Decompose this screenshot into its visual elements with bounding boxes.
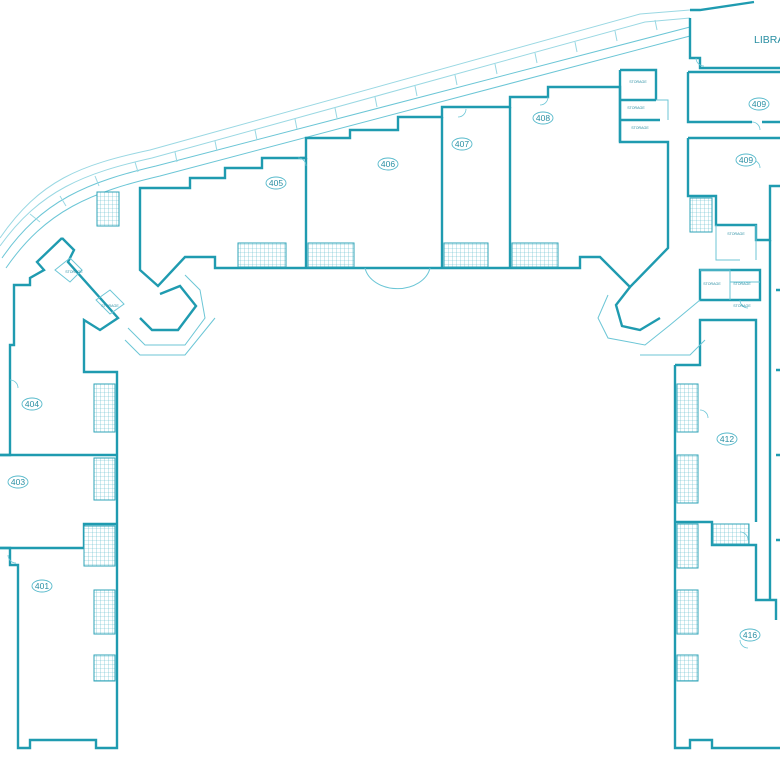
left-connector bbox=[124, 274, 216, 356]
room-badge-405[interactable]: 405 bbox=[265, 176, 287, 190]
room-401-label: 401 bbox=[35, 581, 49, 591]
utility-label: STORAGE bbox=[101, 304, 119, 308]
room-badge-406[interactable]: 406 bbox=[377, 157, 399, 171]
utility-label: STORAGE bbox=[733, 304, 751, 308]
room-409-lower-label: 409 bbox=[739, 155, 753, 165]
room-badge-401[interactable]: 401 bbox=[31, 579, 53, 593]
room-badge-416[interactable]: 416 bbox=[739, 628, 761, 642]
room-406-label: 406 bbox=[381, 159, 395, 169]
left-wing bbox=[0, 191, 125, 750]
utility-label: STORAGE bbox=[703, 282, 721, 286]
room-badge-412[interactable]: 412 bbox=[716, 432, 738, 446]
utility-label: STORAGE bbox=[631, 126, 649, 130]
utility-label: STORAGE bbox=[727, 232, 745, 236]
room-405-label: 405 bbox=[269, 178, 283, 188]
curved-facade bbox=[0, 9, 691, 269]
room-badge-408[interactable]: 408 bbox=[532, 111, 554, 125]
utility-label: STORAGE bbox=[627, 106, 645, 110]
utility-label: STORAGE bbox=[733, 282, 751, 286]
utility-label: STORAGE bbox=[629, 80, 647, 84]
room-407-label: 407 bbox=[455, 139, 469, 149]
right-wing bbox=[673, 0, 780, 750]
right-connector bbox=[597, 286, 706, 356]
room-badge-409-upper[interactable]: 409 bbox=[748, 97, 770, 111]
room-badge-403[interactable]: 403 bbox=[7, 475, 29, 489]
room-416-label: 416 bbox=[743, 630, 757, 640]
room-badge-407[interactable]: 407 bbox=[451, 137, 473, 151]
room-404-label: 404 bbox=[25, 399, 39, 409]
room-badge-409-lower[interactable]: 409 bbox=[735, 153, 757, 167]
room-403-label: 403 bbox=[11, 477, 25, 487]
room-408-label: 408 bbox=[536, 113, 550, 123]
room-badge-404[interactable]: 404 bbox=[21, 397, 43, 411]
utility-label: STORAGE bbox=[65, 270, 83, 274]
room-412-label: 412 bbox=[720, 434, 734, 444]
library-label[interactable]: LIBRA bbox=[754, 34, 780, 46]
room-409-upper-label: 409 bbox=[752, 99, 766, 109]
top-wing bbox=[138, 68, 670, 290]
